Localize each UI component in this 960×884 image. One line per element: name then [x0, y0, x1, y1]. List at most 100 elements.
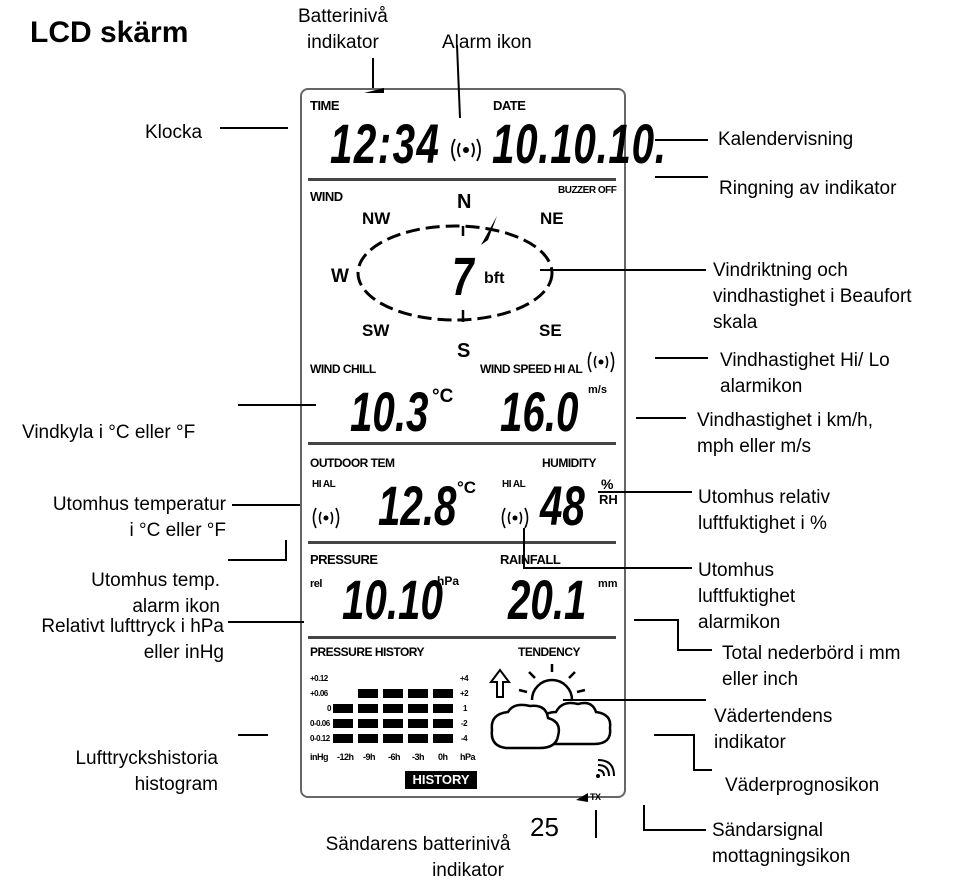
pressure-label: PRESSURE: [310, 552, 378, 567]
date-display: 10.10.10.: [492, 112, 667, 175]
histogram-right-tick: +4: [460, 674, 469, 683]
histogram-x-label: -6h: [388, 752, 401, 762]
histogram-right-tick: +2: [460, 689, 469, 698]
separator-line: [308, 178, 616, 181]
compass-se: SE: [539, 321, 562, 340]
leader-line: [643, 805, 706, 831]
humidity-display: 48: [540, 474, 585, 537]
wind-speed-label: WIND SPEED HI AL: [480, 362, 583, 376]
buzzer-off-label: BUZZER OFF: [558, 185, 617, 196]
wind-chill-unit: °C: [432, 386, 454, 407]
page-number: 25: [530, 812, 559, 842]
compass-w: W: [331, 266, 349, 287]
leader-line: [654, 734, 712, 771]
histogram-x-label: hPa: [460, 752, 476, 762]
rel-label: rel: [310, 578, 322, 590]
histogram-x-label: 0h: [438, 752, 448, 762]
leader-line: [523, 528, 692, 569]
histogram-x-label: -9h: [363, 752, 376, 762]
annotation-ringning: Ringning av indikator: [719, 178, 897, 199]
outdoor-temp-label: OUTDOOR TEM: [310, 456, 395, 470]
outdoor-temp-alarm-icon: [312, 507, 340, 529]
beaufort-unit: bft: [484, 270, 505, 287]
wind-alarm-icon: [587, 351, 615, 373]
hi-al-label: HI AL: [312, 479, 336, 490]
leader-line: [228, 540, 287, 561]
pressure-unit: hPa: [437, 574, 460, 588]
wind-chill-label: WIND CHILL: [310, 362, 376, 376]
rainfall-display: 20.1: [508, 568, 587, 631]
histogram-right-tick: -2: [461, 719, 468, 728]
compass-n: N: [457, 191, 472, 213]
annotation-alarm: Alarm ikon: [442, 32, 532, 53]
sun-icon: [518, 664, 586, 701]
wind-label: WIND: [310, 189, 343, 204]
annotation-utomhus-alarm: Utomhus temp.alarm ikon: [91, 570, 220, 617]
pressure-history-label: PRESSURE HISTORY: [310, 645, 425, 659]
beaufort-display: 7: [452, 247, 474, 307]
wind-chill-display: 10.3: [350, 380, 429, 443]
rainfall-label: RAINFALL: [500, 552, 561, 567]
annotation-vaderprognos: Väderprognosikon: [725, 775, 880, 796]
wind-speed-display: 16.0: [500, 380, 579, 443]
separator-line: [308, 442, 616, 445]
leader-line: [456, 44, 461, 119]
humidity-unit-rh: RH: [599, 492, 618, 507]
humidity-alarm-icon: [501, 507, 529, 529]
outdoor-temp-display: 12.8: [378, 474, 457, 537]
transmitter-battery-icon: [576, 793, 588, 802]
wind-speed-unit: m/s: [588, 384, 607, 396]
signal-reception-icon: [596, 759, 615, 778]
annotation-kalender: Kalendervisning: [718, 129, 854, 150]
time-display: 12:34: [330, 112, 441, 175]
tendency-label: TENDENCY: [518, 645, 581, 659]
hi-al-label: HI AL: [502, 479, 526, 490]
outdoor-temp-unit: °C: [457, 478, 477, 497]
histogram-left-tick: +0.06: [310, 689, 328, 698]
histogram-left-tick: 0: [327, 704, 331, 713]
histogram-left-tick: 0-0.12: [310, 734, 330, 743]
compass-ne: NE: [540, 209, 564, 228]
histogram-left-tick: +0.12: [310, 674, 328, 683]
date-label: DATE: [493, 98, 526, 113]
compass-nw: NW: [362, 209, 391, 228]
history-button[interactable]: HISTORY: [405, 771, 477, 789]
page-title: LCD skärm: [30, 16, 189, 49]
histogram-left-tick: 0-0.06: [310, 719, 330, 728]
histogram-right-tick: 1: [463, 704, 467, 713]
leader-line: [634, 619, 712, 651]
wind-direction-arrow: [481, 216, 497, 245]
battery-icon: [364, 88, 384, 93]
separator-line: [308, 541, 616, 544]
tx-label: TX: [590, 792, 601, 802]
separator-line: [308, 636, 616, 639]
tendency-arrow-icon: [489, 668, 511, 698]
annotation-vindhastighet: Vindhastighet i km/h,mph eller m/s: [697, 410, 874, 457]
humidity-unit-percent: %: [601, 476, 614, 492]
humidity-label: HUMIDITY: [542, 456, 597, 470]
pressure-display: 10.10: [342, 568, 443, 631]
histogram-x-label: -12h: [337, 752, 354, 762]
histogram-bars: [333, 689, 453, 743]
compass-ring: [356, 224, 554, 322]
histogram-x-label: -3h: [412, 752, 425, 762]
rainfall-unit: mm: [598, 578, 618, 590]
annotation-klocka: Klocka: [145, 122, 203, 143]
cloud-icon: [490, 701, 612, 750]
alarm-icon: [451, 138, 481, 162]
time-label: TIME: [310, 98, 340, 113]
histogram-right-tick: -4: [461, 734, 468, 743]
histogram-x-label: inHg: [310, 752, 329, 762]
